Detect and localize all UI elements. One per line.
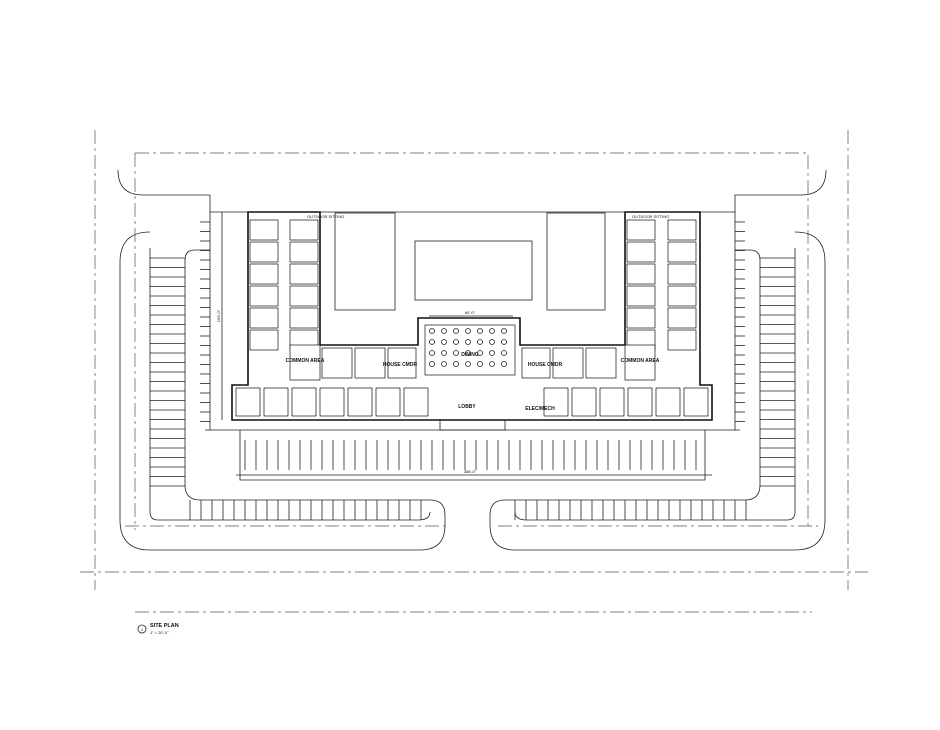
dining-table [441, 350, 447, 356]
unit-room [599, 387, 625, 417]
dining-table [465, 361, 471, 367]
unit-room [375, 387, 401, 417]
label-house-left: HOUSE CMDR [383, 362, 418, 368]
label-outdoor-left: OUTDOOR SITTING [307, 214, 344, 219]
unit-room [585, 347, 617, 379]
label-dining: DINING [461, 352, 479, 358]
unit-room [571, 387, 597, 417]
unit-room [249, 263, 279, 285]
dining-table [489, 339, 495, 345]
dining-table [477, 339, 483, 345]
unit-room [347, 387, 373, 417]
common-area-left [289, 344, 321, 381]
dining-table [453, 328, 459, 334]
unit-room [249, 219, 279, 241]
dining-table [441, 339, 447, 345]
dining-table [429, 361, 435, 367]
unit-room [626, 307, 656, 329]
unit-room [403, 387, 429, 417]
drawing-scale: 1" = 20'-0" [150, 630, 169, 635]
unit-room [289, 285, 319, 307]
drawing-title: SITE PLAN [150, 623, 179, 629]
unit-room [552, 347, 584, 379]
dining-table [465, 328, 471, 334]
unit-room [263, 387, 289, 417]
unit-room [626, 285, 656, 307]
unit-room [667, 219, 697, 241]
detail-marker [137, 624, 147, 634]
unit-room [249, 285, 279, 307]
dining-table [453, 361, 459, 367]
unit-room [521, 347, 551, 379]
property-lines [80, 130, 868, 613]
dining-table [501, 339, 507, 345]
dining-table [453, 339, 459, 345]
label-house-right: HOUSE CMDR [528, 362, 563, 368]
unit-rooms [235, 219, 709, 417]
unit-room [667, 241, 697, 263]
unit-room [667, 329, 697, 351]
unit-room [249, 307, 279, 329]
label-lobby: LOBBY [458, 404, 476, 410]
dining-table [477, 361, 483, 367]
dining-table [501, 350, 507, 356]
dining-table [501, 361, 507, 367]
label-elec-mech: ELEC/MECH [525, 406, 555, 412]
unit-room [319, 387, 345, 417]
unit-room [289, 263, 319, 285]
dimension-dining-width: 60'-0" [465, 310, 476, 315]
dining-table [429, 350, 435, 356]
building-footprint [231, 211, 713, 431]
unit-room [249, 241, 279, 263]
dining-tables [429, 328, 507, 367]
dining-table [501, 328, 507, 334]
dining-table [441, 328, 447, 334]
unit-room [626, 263, 656, 285]
dining-table [429, 328, 435, 334]
unit-room [289, 241, 319, 263]
dining-table [489, 328, 495, 334]
unit-room [626, 241, 656, 263]
unit-room [289, 219, 319, 241]
unit-room [387, 347, 417, 379]
label-common-area-left: COMMON AREA [286, 358, 325, 364]
dining-table [429, 339, 435, 345]
dining-table [477, 328, 483, 334]
detail-number: 1 [141, 627, 144, 632]
dining-table [489, 361, 495, 367]
common-area-right [624, 344, 656, 381]
dimension-wing-length: 193'-0" [216, 309, 221, 322]
label-common-area-right: COMMON AREA [621, 358, 660, 364]
unit-room [291, 387, 317, 417]
unit-room [683, 387, 709, 417]
dining-table [465, 350, 471, 356]
parking-stalls [150, 221, 795, 520]
dimension-overall-width: 388'-0" [464, 469, 477, 474]
dining-room [424, 324, 516, 376]
unit-room [543, 387, 569, 417]
unit-room [627, 387, 653, 417]
unit-room [289, 307, 319, 329]
dining-table [489, 350, 495, 356]
unit-room [655, 387, 681, 417]
unit-room [321, 347, 353, 379]
unit-room [667, 285, 697, 307]
unit-room [667, 307, 697, 329]
dining-table [477, 350, 483, 356]
unit-room [626, 219, 656, 241]
label-outdoor-right: OUTDOOR SITTING [632, 214, 669, 219]
unit-room [249, 329, 279, 351]
dining-table [465, 339, 471, 345]
unit-room [235, 387, 261, 417]
dimension-lines [221, 212, 712, 476]
dining-table [441, 361, 447, 367]
dining-table [453, 350, 459, 356]
unit-room [354, 347, 386, 379]
courtyards [334, 212, 606, 311]
unit-room [667, 263, 697, 285]
